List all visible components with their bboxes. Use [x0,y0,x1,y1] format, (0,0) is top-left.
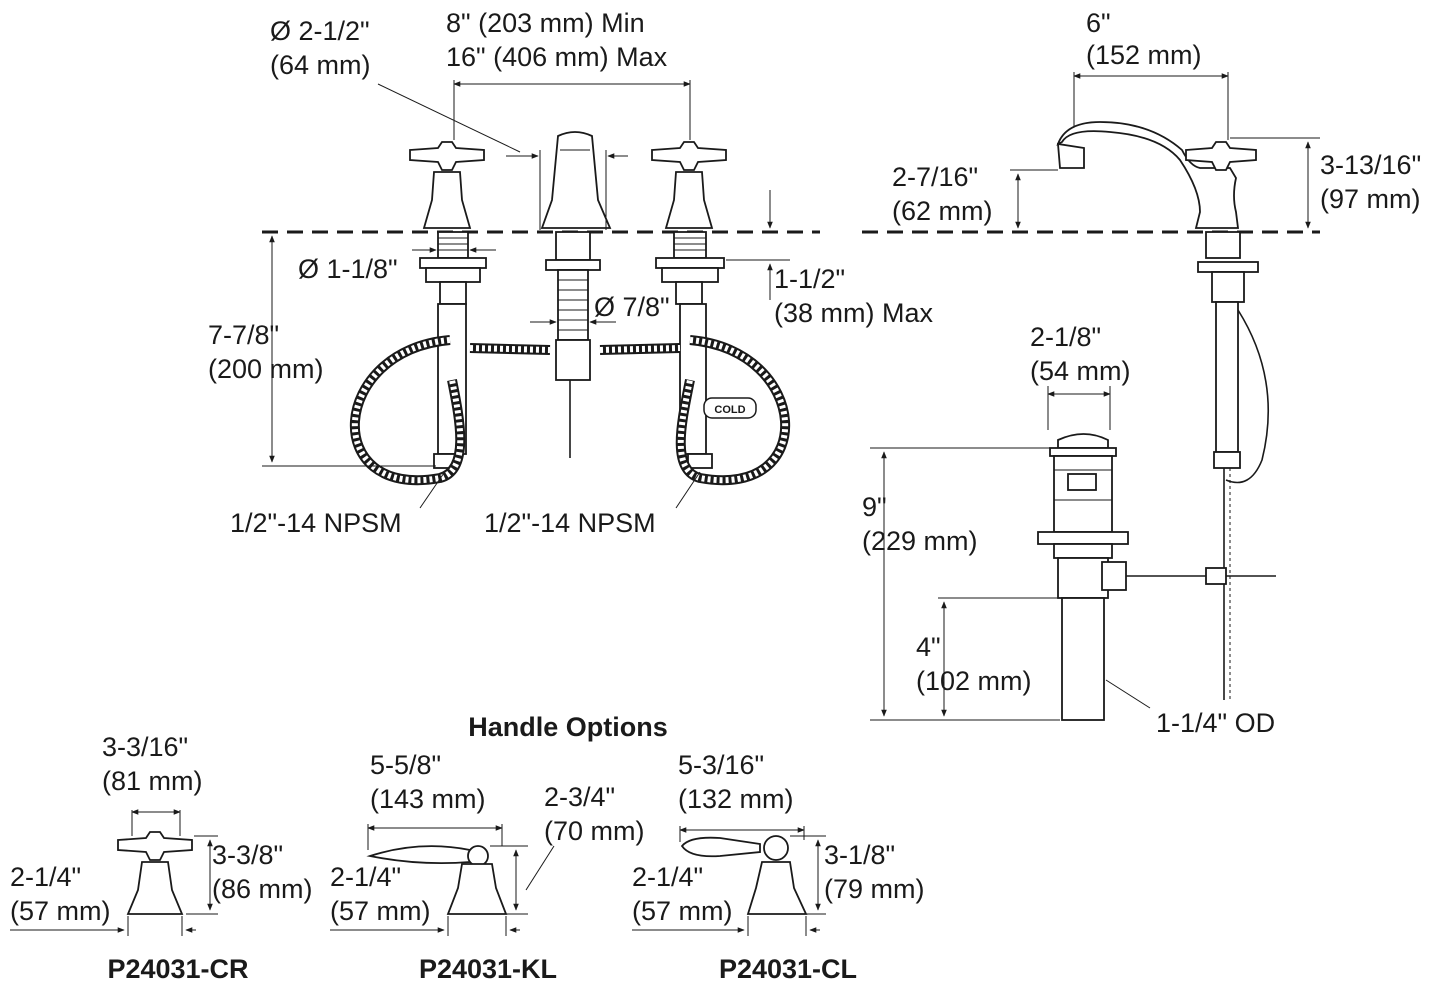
label-200mm: (200 mm) [208,354,324,384]
drain-assembly [870,386,1276,721]
label-spout-height: 2-7/16" [892,162,978,192]
dimension-labels: Ø 2-1/2" (64 mm) 8" (203 mm) Min 16" (40… [10,8,1421,982]
model-cl: P24031-CL [719,954,857,982]
handle-kl [330,824,555,936]
label-dia-7-8: Ø 7/8" [594,292,670,322]
label-102mm: (102 mm) [916,666,1032,696]
label-kl-base: 2-1/4" [330,862,401,892]
front-view: COLD [262,80,820,509]
label-cr-height: 3-3/8" [212,840,283,870]
model-kl: P24031-KL [419,954,557,982]
label-npsm-left: 1/2"-14 NPSM [230,508,402,538]
label-cl-width-mm: (132 mm) [678,784,794,814]
label-dia-2-1-2: Ø 2-1/2" [270,16,370,46]
label-cl-width: 5-3/16" [678,750,764,780]
cold-tag: COLD [714,404,745,416]
label-152mm: (152 mm) [1086,40,1202,70]
handle-options-title: Handle Options [468,712,668,742]
label-54mm: (54 mm) [1030,356,1131,386]
label-229mm: (229 mm) [862,526,978,556]
label-cr-width: 3-3/16" [102,732,188,762]
label-cr-width-mm: (81 mm) [102,766,203,796]
label-spread-max: 16" (406 mm) Max [446,42,668,72]
label-38mm-max: (38 mm) Max [774,298,934,328]
label-kl-width-mm: (143 mm) [370,784,486,814]
label-kl-height: 2-3/4" [544,782,615,812]
label-97mm: (97 mm) [1320,184,1421,214]
side-view [862,72,1320,700]
label-drain-height: 9" [862,492,887,522]
label-62mm: (62 mm) [892,196,993,226]
label-cl-base-mm: (57 mm) [632,896,733,926]
label-drain-width: 2-1/8" [1030,322,1101,352]
label-cr-base-mm: (57 mm) [10,896,111,926]
label-kl-width: 5-5/8" [370,750,441,780]
label-spread-min: 8" (203 mm) Min [446,8,645,38]
label-cl-height-mm: (79 mm) [824,874,925,904]
center-spout [540,131,612,458]
label-below-counter: 7-7/8" [208,320,279,350]
handle-cr [10,809,218,936]
label-kl-base-mm: (57 mm) [330,896,431,926]
label-cr-height-mm: (86 mm) [212,874,313,904]
label-npsm-right: 1/2"-14 NPSM [484,508,656,538]
side-spout [1056,121,1240,229]
label-od: 1-1/4" OD [1156,708,1275,738]
label-cl-height: 3-1/8" [824,840,895,870]
label-cr-base: 2-1/4" [10,862,81,892]
label-total-height: 3-13/16" [1320,150,1421,180]
label-64mm: (64 mm) [270,50,371,80]
supply-hoses: COLD [350,335,790,486]
label-dia-1-1-8: Ø 1-1/8" [298,254,398,284]
handle-cl [632,826,826,936]
label-kl-height-mm: (70 mm) [544,816,645,846]
label-cl-base: 2-1/4" [632,862,703,892]
right-handle [651,141,727,469]
model-cr: P24031-CR [107,954,248,982]
label-6in: 6" [1086,8,1111,38]
label-deck: 1-1/2" [774,264,845,294]
left-handle [409,141,487,469]
label-tail-height: 4" [916,632,941,662]
